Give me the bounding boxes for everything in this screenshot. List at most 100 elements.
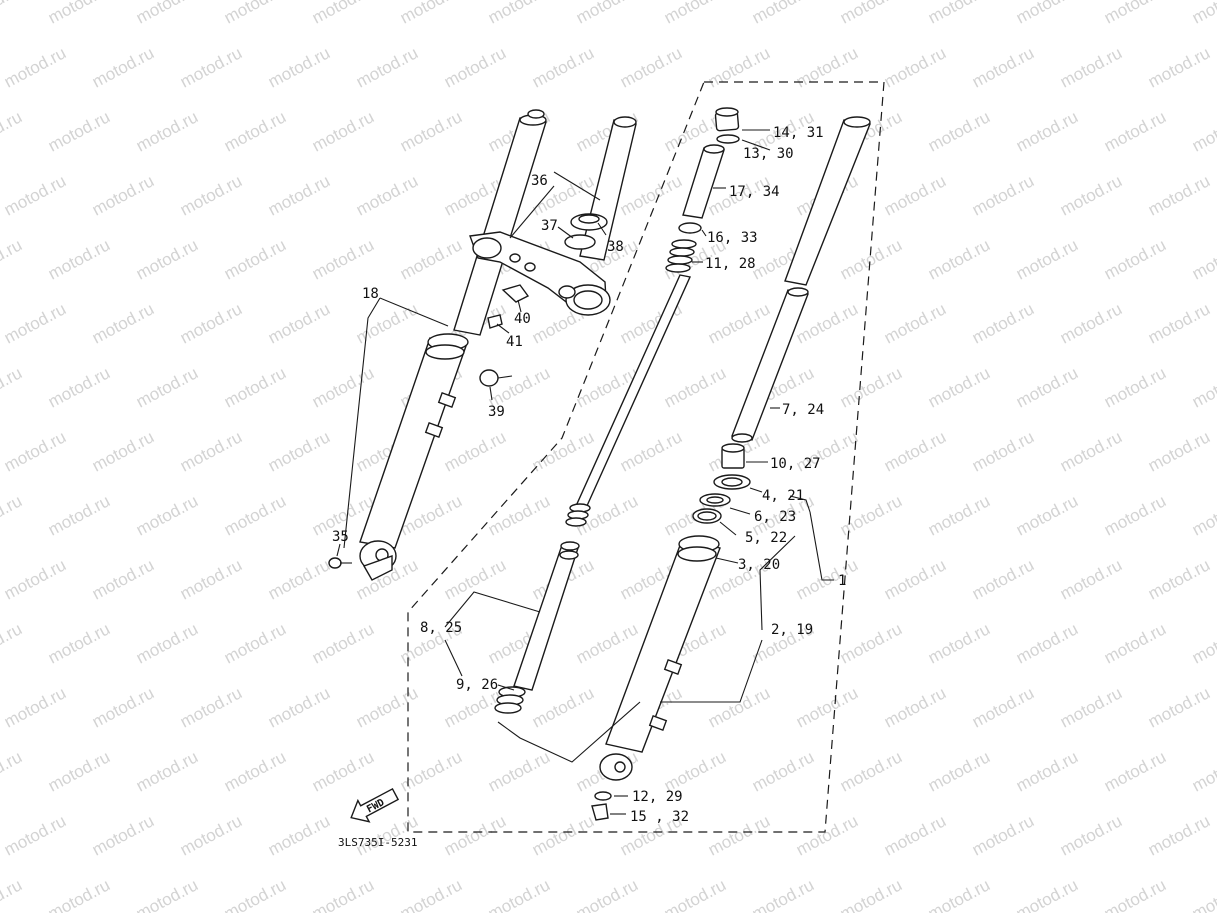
watermark-text: motod.ru xyxy=(1013,107,1081,155)
watermark-text: motod.ru xyxy=(705,299,773,347)
watermark-text: motod.ru xyxy=(1145,299,1213,347)
watermark-text: motod.ru xyxy=(89,555,157,603)
watermark-text: motod.ru xyxy=(881,299,949,347)
watermark-text: motod.ru xyxy=(1145,43,1213,91)
watermark-text: motod.ru xyxy=(221,491,289,539)
watermark-text: motod.ru xyxy=(881,427,949,475)
watermark-text: motod.ru xyxy=(309,0,377,28)
watermark-text: motod.ru xyxy=(45,235,113,283)
callout-12-29: 12, 29 xyxy=(632,789,683,805)
diagram-code: 3LS735I-5231 xyxy=(338,836,417,849)
watermark-text: motod.ru xyxy=(45,0,113,28)
callout-labels: 18 35 36 37 38 40 41 39 14, 31 13, 30 17… xyxy=(332,125,846,825)
watermark-text: motod.ru xyxy=(1189,619,1217,667)
callout-10-27: 10, 27 xyxy=(770,456,821,472)
callout-14-31: 14, 31 xyxy=(773,125,824,141)
callout-9-26: 9, 26 xyxy=(456,677,498,693)
watermark-text: motod.ru xyxy=(881,811,949,859)
watermark-text: motod.ru xyxy=(881,683,949,731)
watermark-text: motod.ru xyxy=(1189,0,1217,28)
watermark-text: motod.ru xyxy=(177,43,245,91)
watermark-text: motod.ru xyxy=(133,107,201,155)
watermark-text: motod.ru xyxy=(397,747,465,795)
watermark-text: motod.ru xyxy=(221,0,289,28)
watermark-text: motod.ru xyxy=(353,683,421,731)
watermark-text: motod.ru xyxy=(353,43,421,91)
watermark-text: motod.ru xyxy=(309,747,377,795)
watermark-text: motod.ru xyxy=(1013,0,1081,28)
watermark-text: motod.ru xyxy=(45,491,113,539)
watermark-text: motod.ru xyxy=(573,619,641,667)
watermark-text: motod.ru xyxy=(397,0,465,28)
watermark-text: motod.ru xyxy=(1,299,69,347)
callout-18: 18 xyxy=(362,286,379,302)
watermark-text: motod.ru xyxy=(0,363,25,411)
watermark-text: motod.ru xyxy=(969,811,1037,859)
callout-41: 41 xyxy=(506,334,523,350)
watermark-text: motod.ru xyxy=(177,555,245,603)
watermark-text: motod.ru xyxy=(1145,171,1213,219)
watermark-text: motod.ru xyxy=(1101,875,1169,913)
watermark-text: motod.ru xyxy=(1057,683,1125,731)
watermark-text: motod.ru xyxy=(1057,427,1125,475)
watermark-text: motod.ru xyxy=(89,811,157,859)
watermark-text: motod.ru xyxy=(265,683,333,731)
watermark-text: motod.ru xyxy=(45,107,113,155)
watermark-text: motod.ru xyxy=(1013,875,1081,913)
callout-6-23: 6, 23 xyxy=(754,509,796,525)
watermark-text: motod.ru xyxy=(1057,43,1125,91)
watermark-text: motod.ru xyxy=(925,747,993,795)
watermark-text: motod.ru xyxy=(441,811,509,859)
watermark-text: motod.ru xyxy=(265,811,333,859)
watermark-text: motod.ru xyxy=(661,363,729,411)
watermark-text: motod.ru xyxy=(1,43,69,91)
watermark-text: motod.ru xyxy=(221,107,289,155)
watermark-text: motod.ru xyxy=(133,491,201,539)
watermark-text: motod.ru xyxy=(837,0,905,28)
watermark-text: motod.ru xyxy=(969,555,1037,603)
callout-17-34: 17, 34 xyxy=(729,184,780,200)
watermark-text: motod.ru xyxy=(309,363,377,411)
watermark-text: motod.ru xyxy=(529,43,597,91)
watermark-text: motod.ru xyxy=(1101,491,1169,539)
watermark-text: motod.ru xyxy=(89,171,157,219)
watermark-text: motod.ru xyxy=(1101,235,1169,283)
watermark-text: motod.ru xyxy=(265,427,333,475)
watermark-text: motod.ru xyxy=(1013,235,1081,283)
rebound-spring xyxy=(565,503,591,527)
callout-11-28: 11, 28 xyxy=(705,256,756,272)
watermark-text: motod.ru xyxy=(925,0,993,28)
watermark-text: motod.ru xyxy=(837,875,905,913)
watermark-text: motod.ru xyxy=(265,171,333,219)
callout-3-20: 3, 20 xyxy=(738,557,780,573)
watermark-text: motod.ru xyxy=(1013,491,1081,539)
watermark-text: motod.ru xyxy=(177,811,245,859)
watermark-text: motod.ru xyxy=(1101,0,1169,28)
watermark-text: motod.ru xyxy=(1,811,69,859)
watermark-text: motod.ru xyxy=(485,0,553,28)
watermark-text: motod.ru xyxy=(0,0,25,28)
watermark-text: motod.ru xyxy=(177,427,245,475)
watermark-text: motod.ru xyxy=(221,619,289,667)
watermark-text: motod.ru xyxy=(925,363,993,411)
watermark-text: motod.ru xyxy=(309,235,377,283)
watermark-text: motod.ru xyxy=(177,683,245,731)
watermark-text: motod.ru xyxy=(705,43,773,91)
leader-lines xyxy=(336,129,834,815)
watermark-text: motod.ru xyxy=(969,683,1037,731)
watermark-text: motod.ru xyxy=(397,235,465,283)
watermark-text: motod.ru xyxy=(925,619,993,667)
watermark-text: motod.ru xyxy=(749,747,817,795)
watermark-text: motod.ru xyxy=(309,875,377,913)
watermark-text: motod.ru xyxy=(221,875,289,913)
assembled-fork-leg xyxy=(328,109,547,581)
callout-13-30: 13, 30 xyxy=(743,146,794,162)
watermark-text: motod.ru xyxy=(397,875,465,913)
watermark-text: motod.ru xyxy=(1189,107,1217,155)
watermark-text: motod.ru xyxy=(133,619,201,667)
watermark-text: motod.ru xyxy=(617,427,685,475)
watermark-text: motod.ru xyxy=(221,747,289,795)
watermark-text: motod.ru xyxy=(969,427,1037,475)
watermark-text: motod.ru xyxy=(1013,619,1081,667)
